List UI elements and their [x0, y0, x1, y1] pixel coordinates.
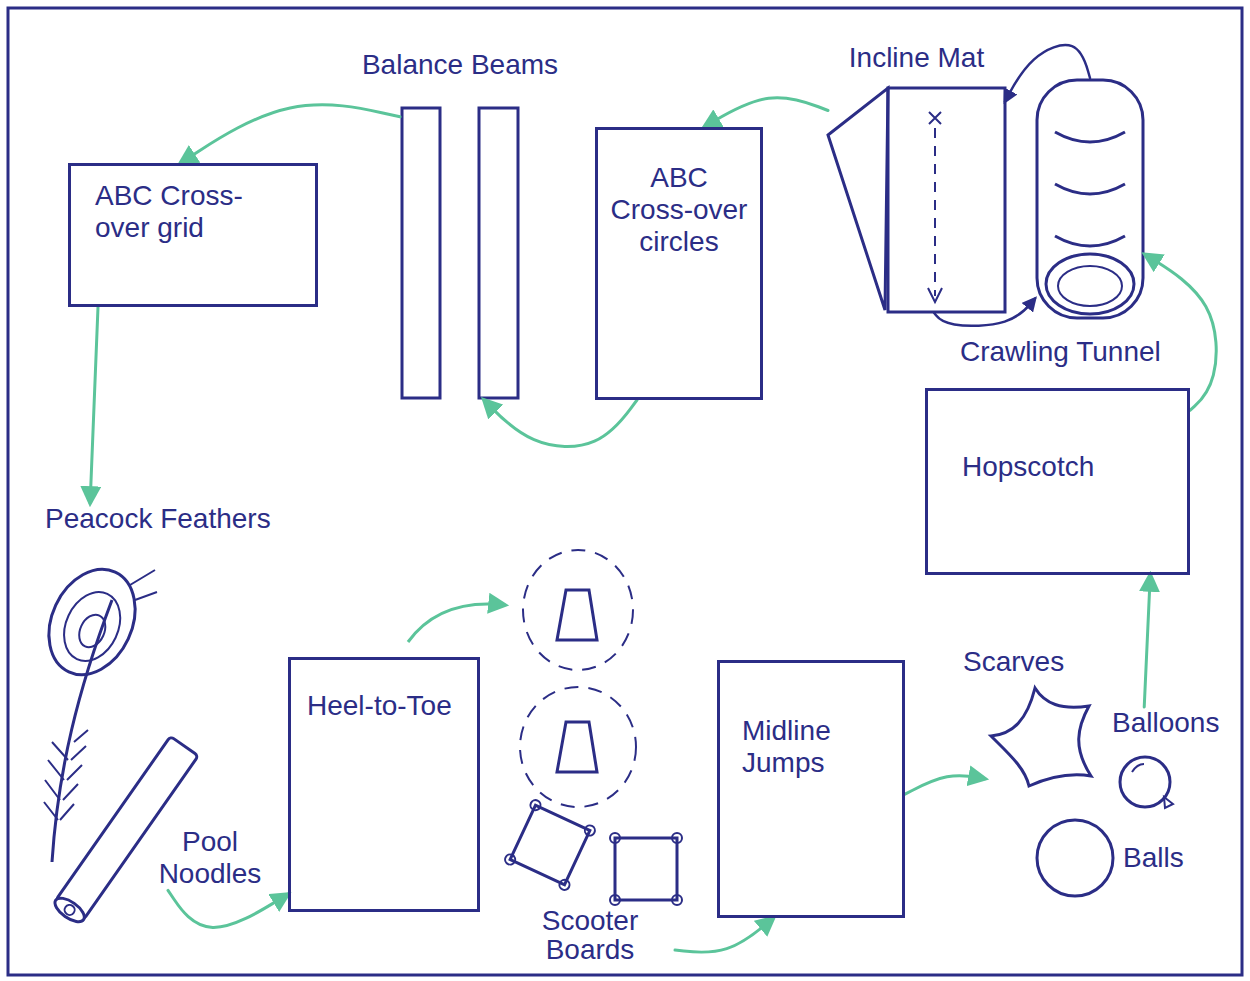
station-name: Balls	[1123, 842, 1184, 874]
mat-top	[888, 88, 1005, 312]
station-name: Incline Mat	[849, 42, 984, 74]
mat-wedge	[828, 88, 888, 310]
station-name: Peacock Feathers	[45, 503, 271, 535]
station-name: Hopscotch	[962, 451, 1171, 483]
beam	[402, 108, 440, 398]
cone	[557, 590, 597, 640]
station-box: Midline Jumps	[717, 660, 905, 918]
flow-arrow	[408, 604, 505, 642]
noodle-body	[56, 736, 199, 919]
beam	[479, 108, 518, 398]
station-box: Hopscotch	[925, 388, 1190, 575]
cone-path	[520, 687, 636, 807]
feather-eye	[53, 583, 131, 670]
station-name: Scarves	[963, 646, 1064, 678]
cone-path	[523, 550, 633, 670]
noodle-hole	[63, 903, 77, 917]
station-box: Heel-to-Toe	[288, 657, 480, 912]
page-border	[8, 8, 1242, 975]
scooter-board	[610, 833, 682, 905]
station-name: Balloons	[1112, 707, 1219, 739]
balloon	[1120, 757, 1173, 808]
crawling-tunnel	[1037, 80, 1143, 318]
station-box: ABC Cross-over circles	[595, 127, 763, 400]
station-name: Scooter Boards	[505, 906, 675, 965]
station-name: Crawling Tunnel	[960, 336, 1161, 368]
station-name: ABC Cross-over circles	[608, 162, 750, 259]
flow-arrow	[905, 776, 985, 795]
balance-beams	[402, 108, 518, 398]
tunnel-ridges	[1055, 132, 1125, 246]
station: Pool Noodles	[150, 826, 270, 890]
pool-noodle	[51, 736, 198, 926]
scarf-outline	[985, 678, 1097, 790]
feather-eye	[74, 610, 110, 651]
flow-arrow	[181, 105, 401, 163]
flow-arrow	[1005, 45, 1090, 101]
flow-arrow	[934, 299, 1035, 326]
station-name: Balance Beams	[362, 49, 558, 81]
peacock-feather	[33, 555, 157, 862]
tunnel-mouth	[1046, 254, 1134, 314]
flow-arrow	[90, 307, 98, 503]
roll-arrowhead	[928, 288, 942, 302]
flow-arrow	[168, 890, 288, 927]
station: Scooter Boards	[505, 906, 675, 965]
ball	[1037, 820, 1113, 896]
station-name: Heel-to-Toe	[307, 690, 467, 722]
flow-arrow	[484, 400, 637, 447]
station-name: Pool Noodles	[150, 826, 270, 890]
flow-arrow	[1144, 575, 1150, 707]
incline-mat	[828, 88, 1005, 312]
station: Balloons	[1112, 707, 1219, 739]
start-mark	[929, 112, 941, 124]
flow-arrow	[675, 918, 773, 952]
scarf-outline	[991, 688, 1091, 786]
tunnel-inside	[1058, 266, 1122, 306]
station: Peacock Feathers	[45, 503, 271, 535]
station-box: ABC Cross-over grid	[68, 163, 318, 307]
roll-path	[934, 128, 936, 296]
station: Scarves	[985, 678, 1097, 790]
noodle-end	[51, 894, 88, 927]
station: Crawling Tunnel	[1035, 78, 1145, 323]
station-name: Midline Jumps	[742, 715, 890, 779]
station-name: ABC Cross-over grid	[95, 180, 295, 244]
feather-eye	[33, 555, 152, 689]
tunnel-body	[1037, 80, 1143, 318]
scooter-board	[503, 798, 596, 891]
station: Incline Mat	[828, 88, 1005, 313]
cone	[557, 722, 597, 772]
feather-stem	[52, 600, 112, 862]
flow-arrow	[704, 98, 828, 127]
feather-barbs	[44, 570, 157, 820]
cones	[520, 550, 636, 807]
station: Balance Beams	[400, 105, 520, 400]
scooter-boards	[503, 798, 682, 905]
station: Balls	[1123, 842, 1184, 874]
